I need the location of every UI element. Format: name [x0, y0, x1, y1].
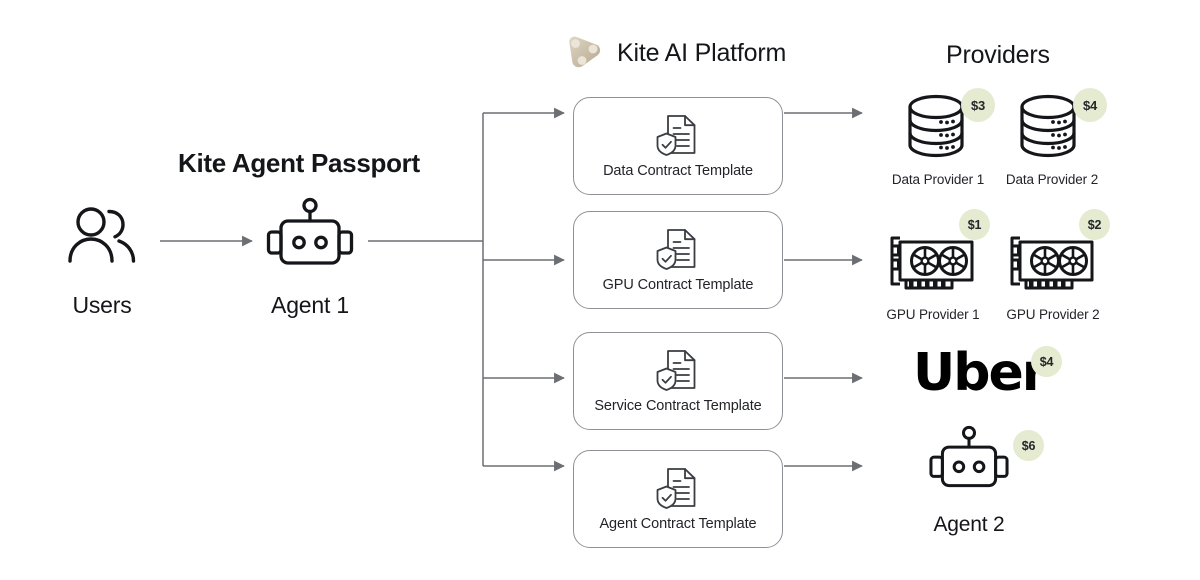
label-users: Users — [72, 292, 132, 318]
price-badge-agent2: $6 — [1013, 430, 1044, 461]
node-agent1 — [262, 197, 358, 270]
price-badge-gpu-provider-2: $2 — [1079, 209, 1110, 240]
card-data-contract-template[interactable]: Data Contract Template — [573, 97, 783, 195]
label-gpu-provider-1: GPU Provider 1 — [886, 307, 980, 322]
node-users — [62, 205, 142, 270]
price-badge-uber: $4 — [1031, 346, 1062, 377]
label-agent2: Agent 2 — [933, 513, 1005, 536]
title-kite-agent-passport: Kite Agent Passport — [178, 148, 420, 178]
card-label: Agent Contract Template — [599, 516, 757, 532]
card-agent-contract-template[interactable]: Agent Contract Template — [573, 450, 783, 548]
card-service-contract-template[interactable]: Service Contract Template — [573, 332, 783, 430]
robot-icon — [929, 425, 1009, 488]
users-icon — [68, 207, 136, 263]
label-data-provider-1: Data Provider 1 — [891, 172, 985, 187]
contract-document-icon — [656, 229, 696, 270]
label-data-provider-2: Data Provider 2 — [1005, 172, 1099, 187]
card-gpu-contract-template[interactable]: GPU Contract Template — [573, 211, 783, 309]
contract-document-icon — [656, 468, 696, 509]
contract-document-icon — [656, 350, 696, 391]
price-badge-gpu-provider-1: $1 — [959, 209, 990, 240]
card-label: Data Contract Template — [603, 163, 753, 179]
uber-wordmark[interactable]: Uber — [913, 343, 1047, 403]
node-agent2[interactable] — [925, 424, 1013, 494]
gpu-card-icon — [890, 236, 974, 290]
title-kite-ai-platform: Kite AI Platform — [617, 38, 787, 67]
card-label: Service Contract Template — [594, 398, 762, 414]
provider-gpu-provider-2[interactable] — [1006, 234, 1100, 296]
card-label: GPU Contract Template — [602, 277, 754, 293]
price-badge-data-provider-2: $4 — [1073, 88, 1107, 122]
label-agent1: Agent 1 — [271, 292, 349, 318]
robot-icon — [266, 197, 354, 265]
label-gpu-provider-2: GPU Provider 2 — [1006, 307, 1100, 322]
kite-logo-icon — [569, 36, 601, 68]
price-badge-data-provider-1: $3 — [961, 88, 995, 122]
platform-title-group: Kite AI Platform — [563, 33, 786, 73]
contract-document-icon — [656, 115, 696, 156]
gpu-card-icon — [1010, 236, 1094, 290]
provider-gpu-provider-1[interactable] — [886, 234, 980, 296]
title-providers: Providers — [946, 41, 1050, 69]
